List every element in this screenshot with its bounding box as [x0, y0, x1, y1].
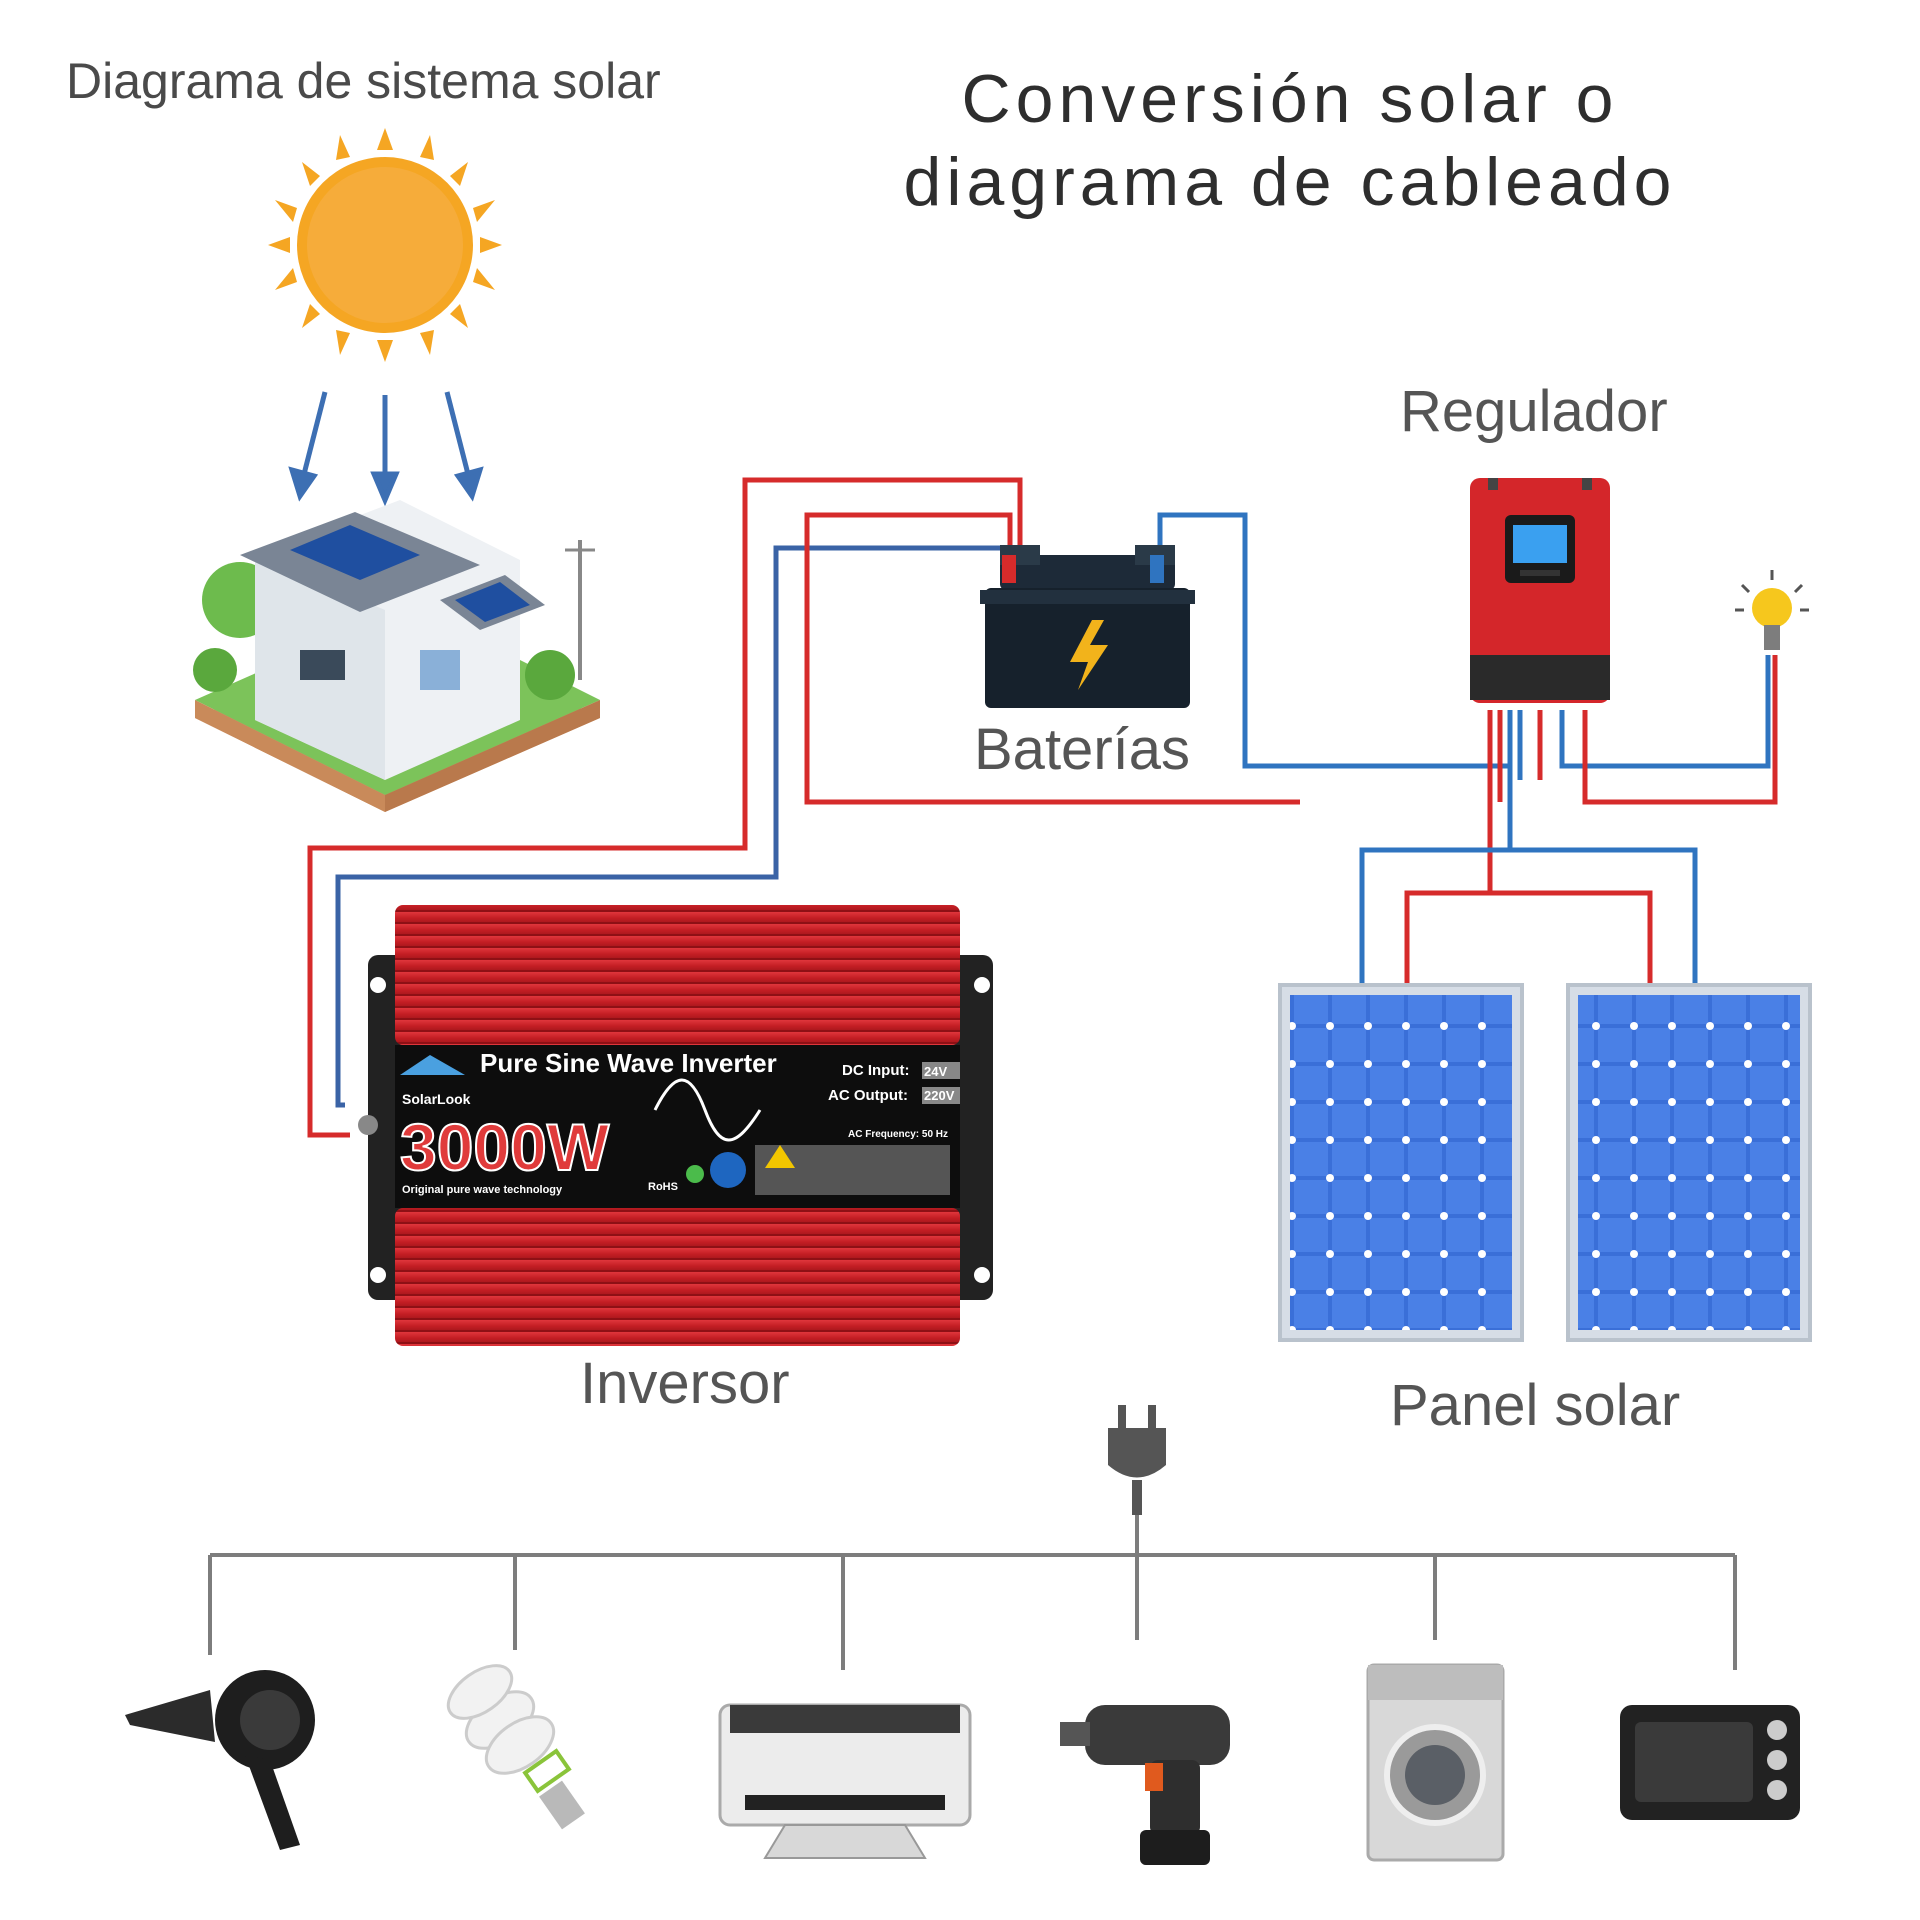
solar-panel-right: [1566, 983, 1812, 1342]
dc-input-value: 24V: [924, 1064, 947, 1079]
house-icon: [193, 500, 600, 812]
batteries-label: Baterías: [974, 717, 1190, 782]
sun-icon: [268, 128, 502, 362]
inverter-label: Inversor: [580, 1351, 790, 1416]
inverter-power: 3000W: [400, 1110, 610, 1184]
diagram-subtitle: Diagrama de sistema solar: [66, 53, 661, 109]
light-bulb-icon: [1735, 570, 1809, 650]
ac-frequency: AC Frequency: 50 Hz: [848, 1129, 948, 1140]
ac-output-value: 220V: [924, 1088, 955, 1103]
battery-icon: [980, 545, 1195, 708]
washing-machine-icon: [1366, 1663, 1505, 1862]
solar-panel-label: Panel solar: [1390, 1373, 1681, 1438]
page-title: Conversión solar o diagrama de cableado: [903, 61, 1677, 220]
drill-icon: [1060, 1705, 1230, 1865]
rohs-label: RoHS: [648, 1181, 678, 1193]
inverter-device: [358, 905, 993, 1346]
sunlight-arrows: [288, 391, 484, 507]
regulator-label: Regulador: [1400, 379, 1668, 444]
cfl-bulb-icon: [446, 1664, 585, 1830]
plug-icon: [1108, 1405, 1166, 1515]
toaster-oven-icon: [1620, 1705, 1800, 1820]
inverter-tagline: Original pure wave technology: [402, 1184, 563, 1196]
charge-controller-icon: [1470, 478, 1610, 703]
hair-dryer-icon: [125, 1670, 315, 1850]
printer-icon: [718, 1703, 972, 1859]
dc-input-label: DC Input:: [842, 1062, 909, 1079]
inverter-brand: SolarLook: [402, 1091, 471, 1107]
inverter-heading: Pure Sine Wave Inverter: [480, 1048, 777, 1078]
ac-output-label: AC Output:: [828, 1087, 908, 1104]
solar-panel-left: [1278, 983, 1524, 1342]
load-bus: [208, 1515, 1737, 1670]
